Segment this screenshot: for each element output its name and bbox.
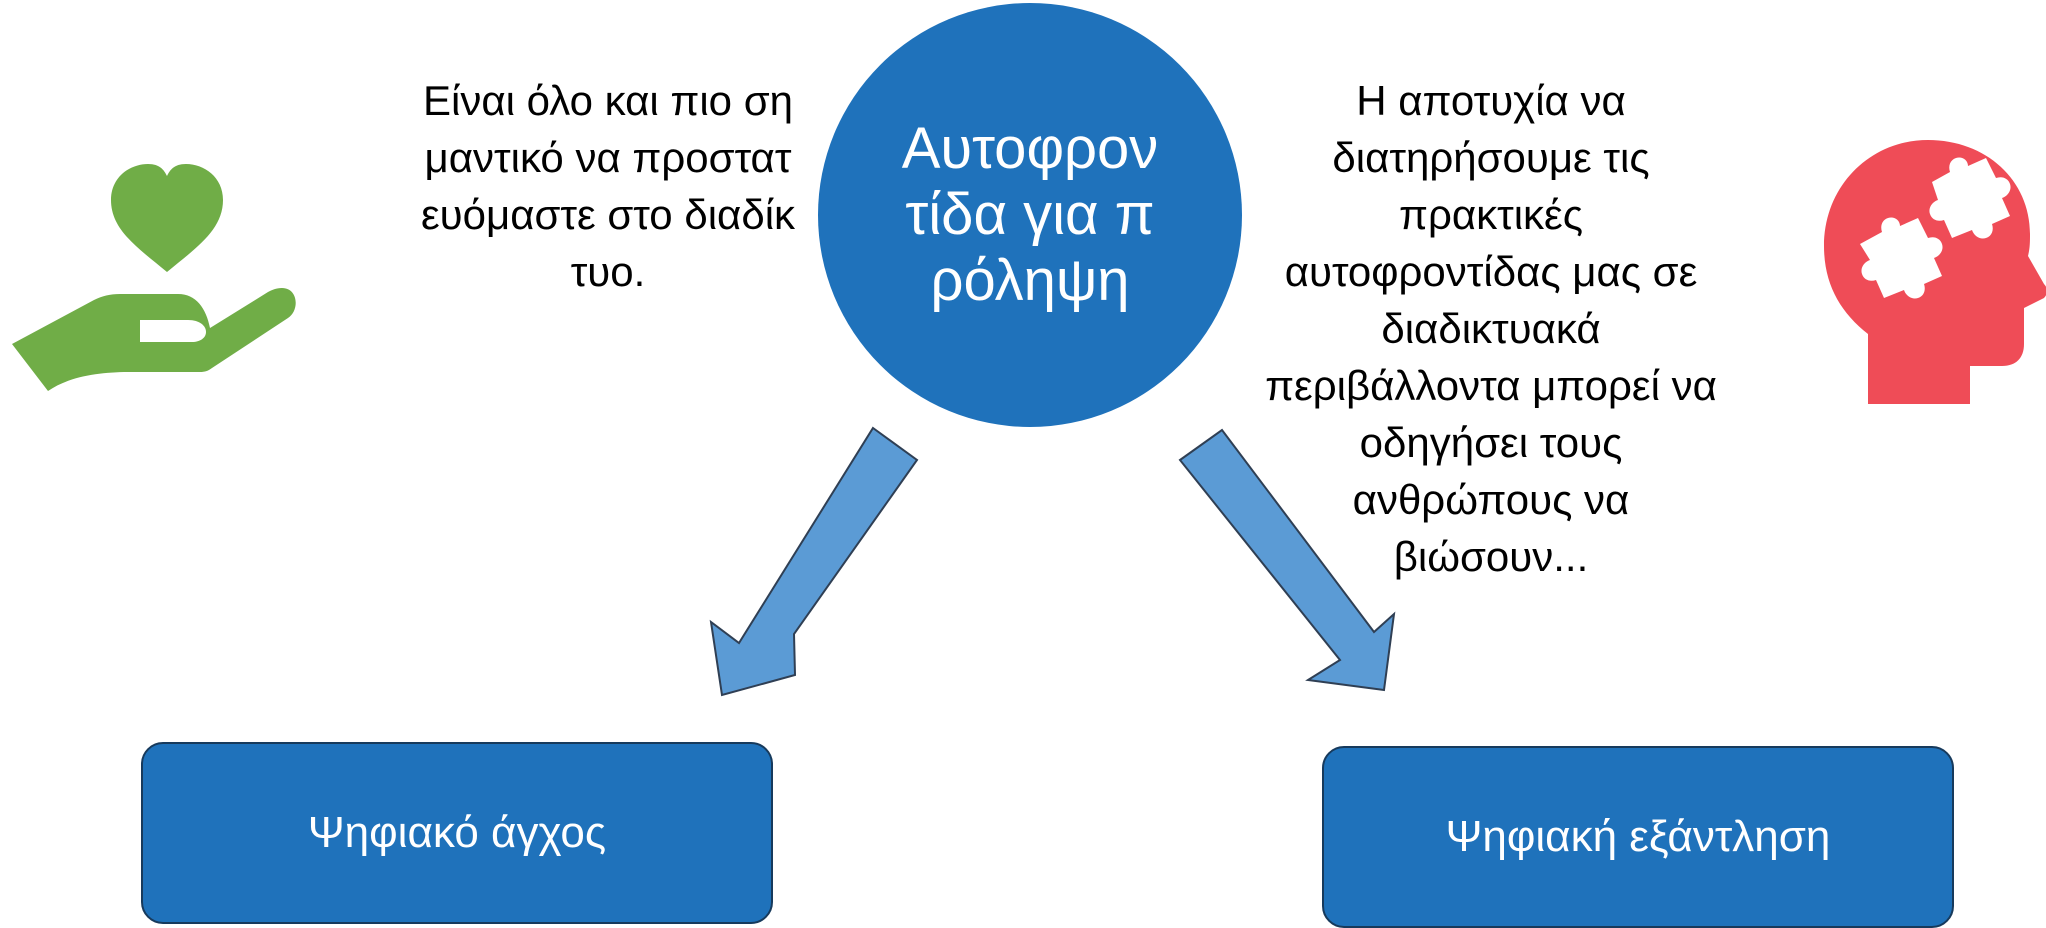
- digital-exhaustion-box: Ψηφιακή εξάντληση: [1322, 746, 1954, 928]
- digital-exhaustion-label: Ψηφιακή εξάντληση: [1445, 812, 1831, 861]
- digital-stress-box: Ψηφιακό άγχος: [141, 742, 773, 924]
- left-description: Είναι όλο και πιο σημαντικό να προστατευ…: [420, 77, 796, 295]
- center-circle: Αυτοφροντίδα για πρόληψη: [818, 3, 1242, 427]
- digital-stress-label: Ψηφιακό άγχος: [307, 808, 607, 857]
- right-description: Η αποτυχία να διατηρήσουμε τις πρακτικές…: [1265, 77, 1717, 580]
- center-title: Αυτοφροντίδα για πρόληψη: [901, 116, 1159, 313]
- head-puzzle-icon: [1820, 138, 2046, 411]
- heart-in-hand-icon: [10, 162, 300, 399]
- arrow-left-icon: [709, 426, 919, 697]
- arrow-right-icon: [1178, 428, 1396, 692]
